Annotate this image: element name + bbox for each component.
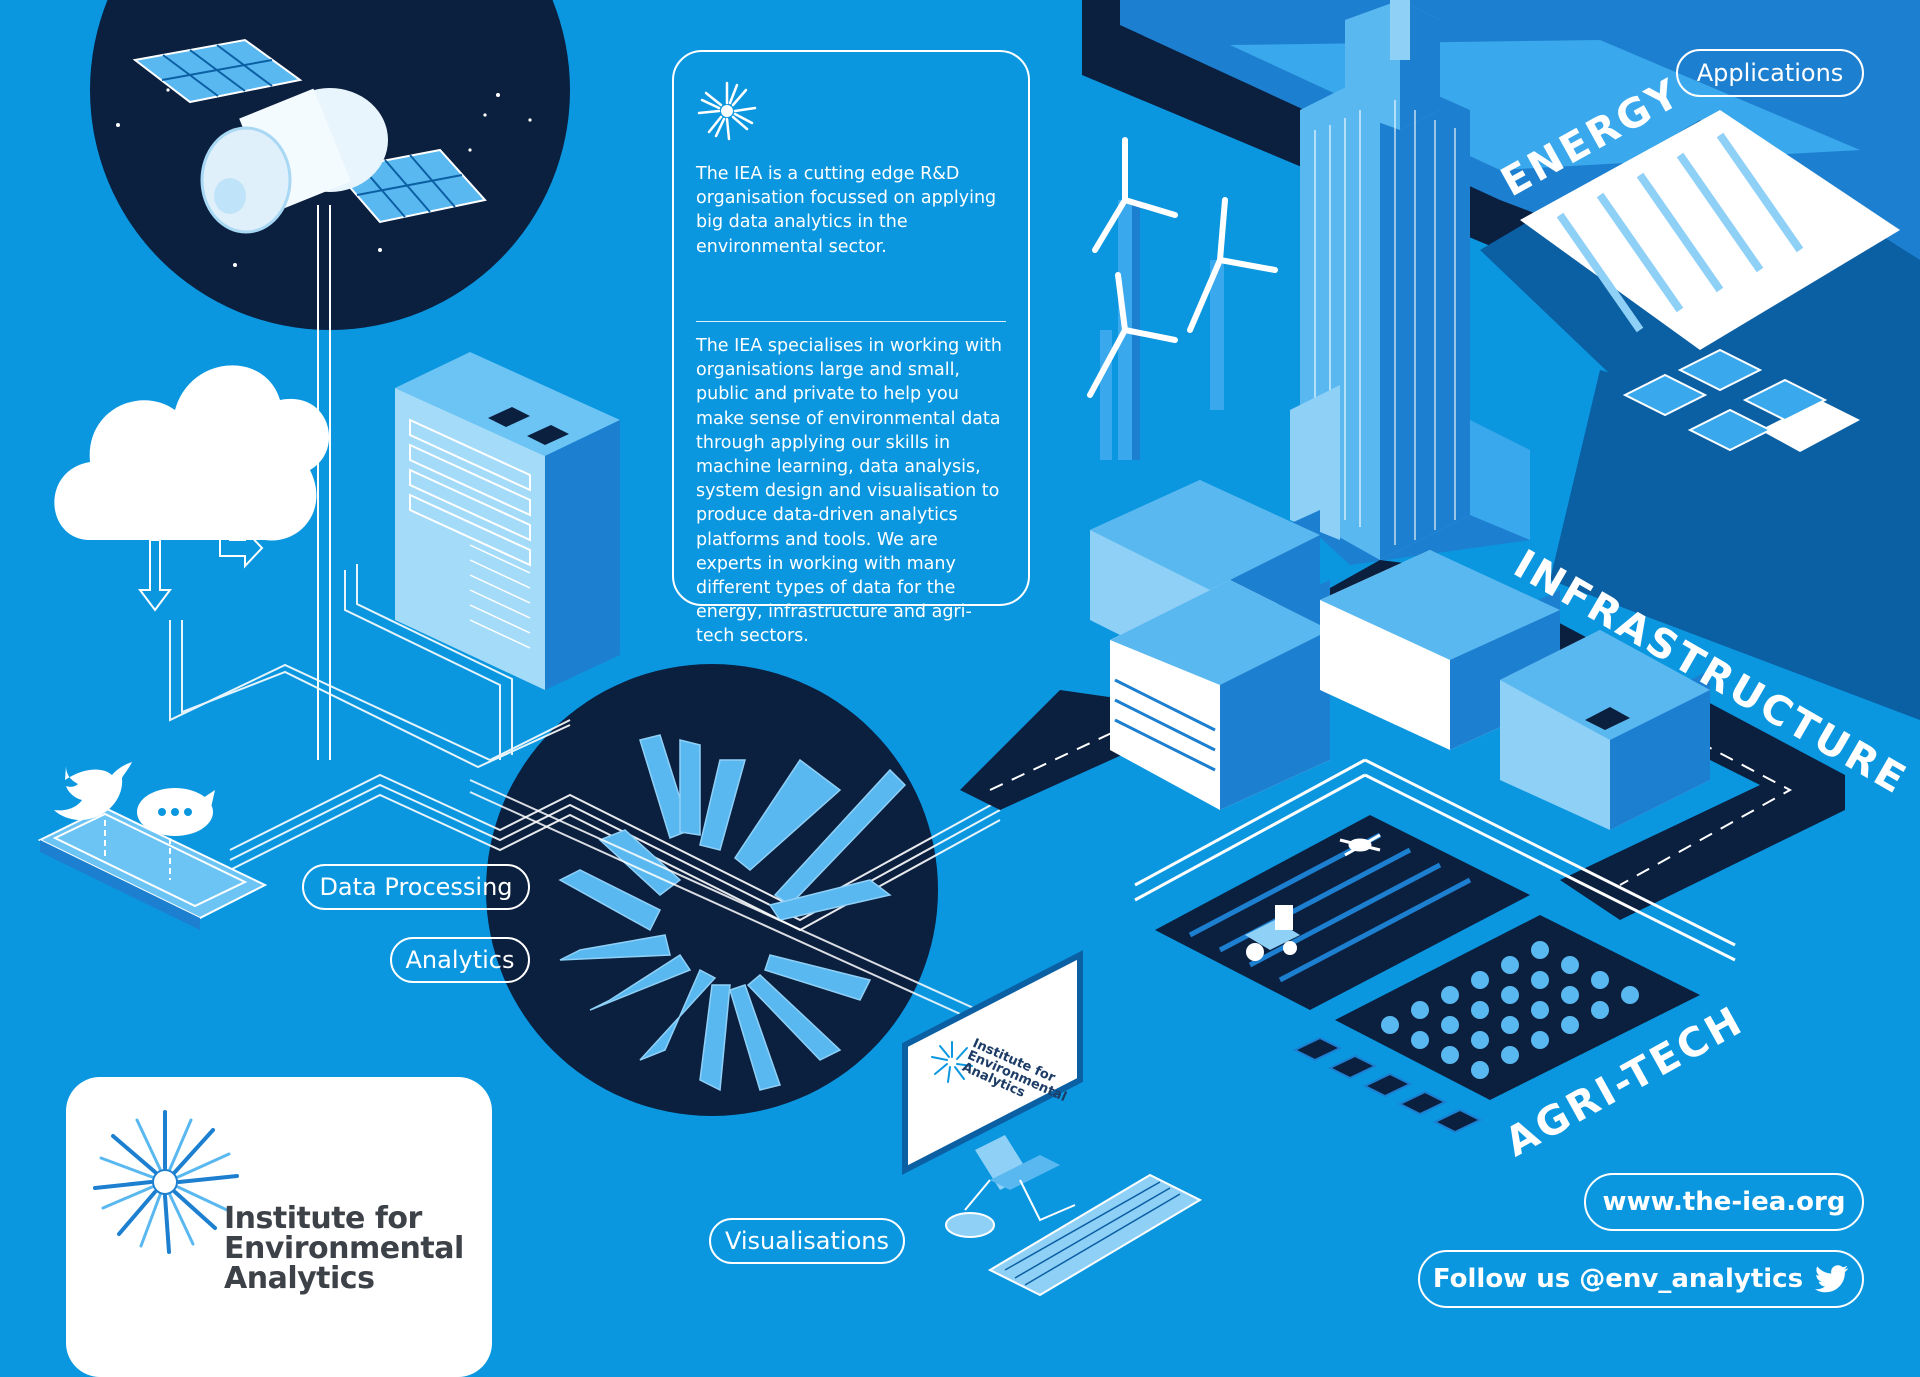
agritech-field	[1155, 815, 1700, 1134]
mouse-icon	[945, 1212, 995, 1238]
drone-icon	[1339, 833, 1381, 857]
analytics-burst	[469, 734, 1001, 1092]
analytics-label[interactable]: Analytics	[390, 937, 530, 983]
skyscraper	[1290, 0, 1530, 565]
fence	[1134, 758, 1736, 962]
website-link[interactable]: www.the-iea.org	[1584, 1173, 1864, 1231]
keyboard-icon	[987, 1173, 1203, 1297]
logo-line1: Institute for	[224, 1201, 422, 1236]
smartphone-icon	[37, 806, 268, 930]
follow-link[interactable]: Follow us @env_analytics	[1418, 1250, 1864, 1308]
info-panel: The IEA is a cutting edge R&D organisati…	[672, 50, 1030, 646]
follow-text: Follow us @env_analytics	[1432, 1264, 1804, 1294]
monitor-cables	[964, 1179, 1076, 1222]
twitter-bird-icon	[1815, 1265, 1849, 1293]
logo-wordmark: Institute for Environmental Analytics	[224, 1204, 464, 1294]
info-paragraph-2: The IEA specialises in working with orga…	[696, 336, 1002, 647]
logo-card: Institute for Environmental Analytics	[66, 1077, 492, 1377]
sunburst-logo-icon	[697, 81, 757, 141]
cloud-icon	[54, 365, 330, 612]
satellite-icon	[132, 38, 487, 760]
sunburst-logo-icon	[93, 1110, 239, 1254]
monitor-icon	[902, 950, 1083, 1190]
applications-label[interactable]: Applications	[1676, 49, 1864, 97]
chat-bubble-icon	[137, 788, 215, 836]
data-processing-label[interactable]: Data Processing	[302, 864, 530, 910]
server-icon	[395, 352, 620, 690]
info-divider	[696, 321, 1006, 322]
buildings	[1090, 480, 1710, 830]
wind-turbine-icon	[1087, 137, 1278, 460]
info-paragraph-1: The IEA is a cutting edge R&D organisati…	[696, 164, 997, 257]
visualisations-label[interactable]: Visualisations	[709, 1218, 905, 1264]
solar-panel-icon	[1622, 348, 1828, 452]
twitter-bird-icon	[54, 762, 132, 820]
monitor-logo-icon	[931, 1041, 973, 1083]
logo-line2: Environmental	[224, 1231, 464, 1266]
tractor-icon	[1245, 905, 1300, 961]
logo-line3: Analytics	[224, 1261, 375, 1296]
